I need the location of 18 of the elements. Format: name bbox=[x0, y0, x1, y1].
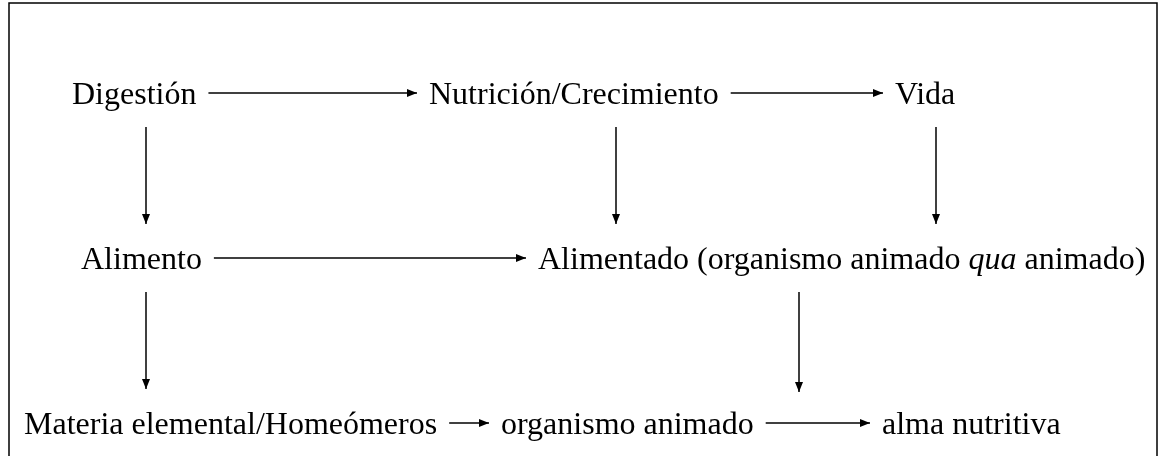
text-label: Alimentado (organismo animado qua animado) bbox=[538, 240, 1146, 276]
arrow bbox=[932, 126, 940, 225]
arrow bbox=[207, 89, 418, 97]
text-label: Alimento bbox=[81, 240, 202, 276]
text-label: alma nutritiva bbox=[882, 405, 1061, 441]
arrow bbox=[142, 291, 150, 390]
arrow bbox=[764, 419, 871, 427]
text-label: Digestión bbox=[72, 75, 197, 111]
arrow bbox=[612, 126, 620, 225]
text-label: Vida bbox=[895, 75, 956, 111]
arrow bbox=[795, 291, 803, 393]
text-label: Materia elemental/Homeómeros bbox=[24, 405, 438, 441]
arrow bbox=[729, 89, 884, 97]
arrow bbox=[213, 254, 527, 262]
text-label: organismo animado bbox=[501, 405, 754, 441]
text-label: Nutrición/Crecimiento bbox=[429, 75, 719, 111]
arrow bbox=[142, 126, 150, 225]
arrow bbox=[448, 419, 490, 427]
